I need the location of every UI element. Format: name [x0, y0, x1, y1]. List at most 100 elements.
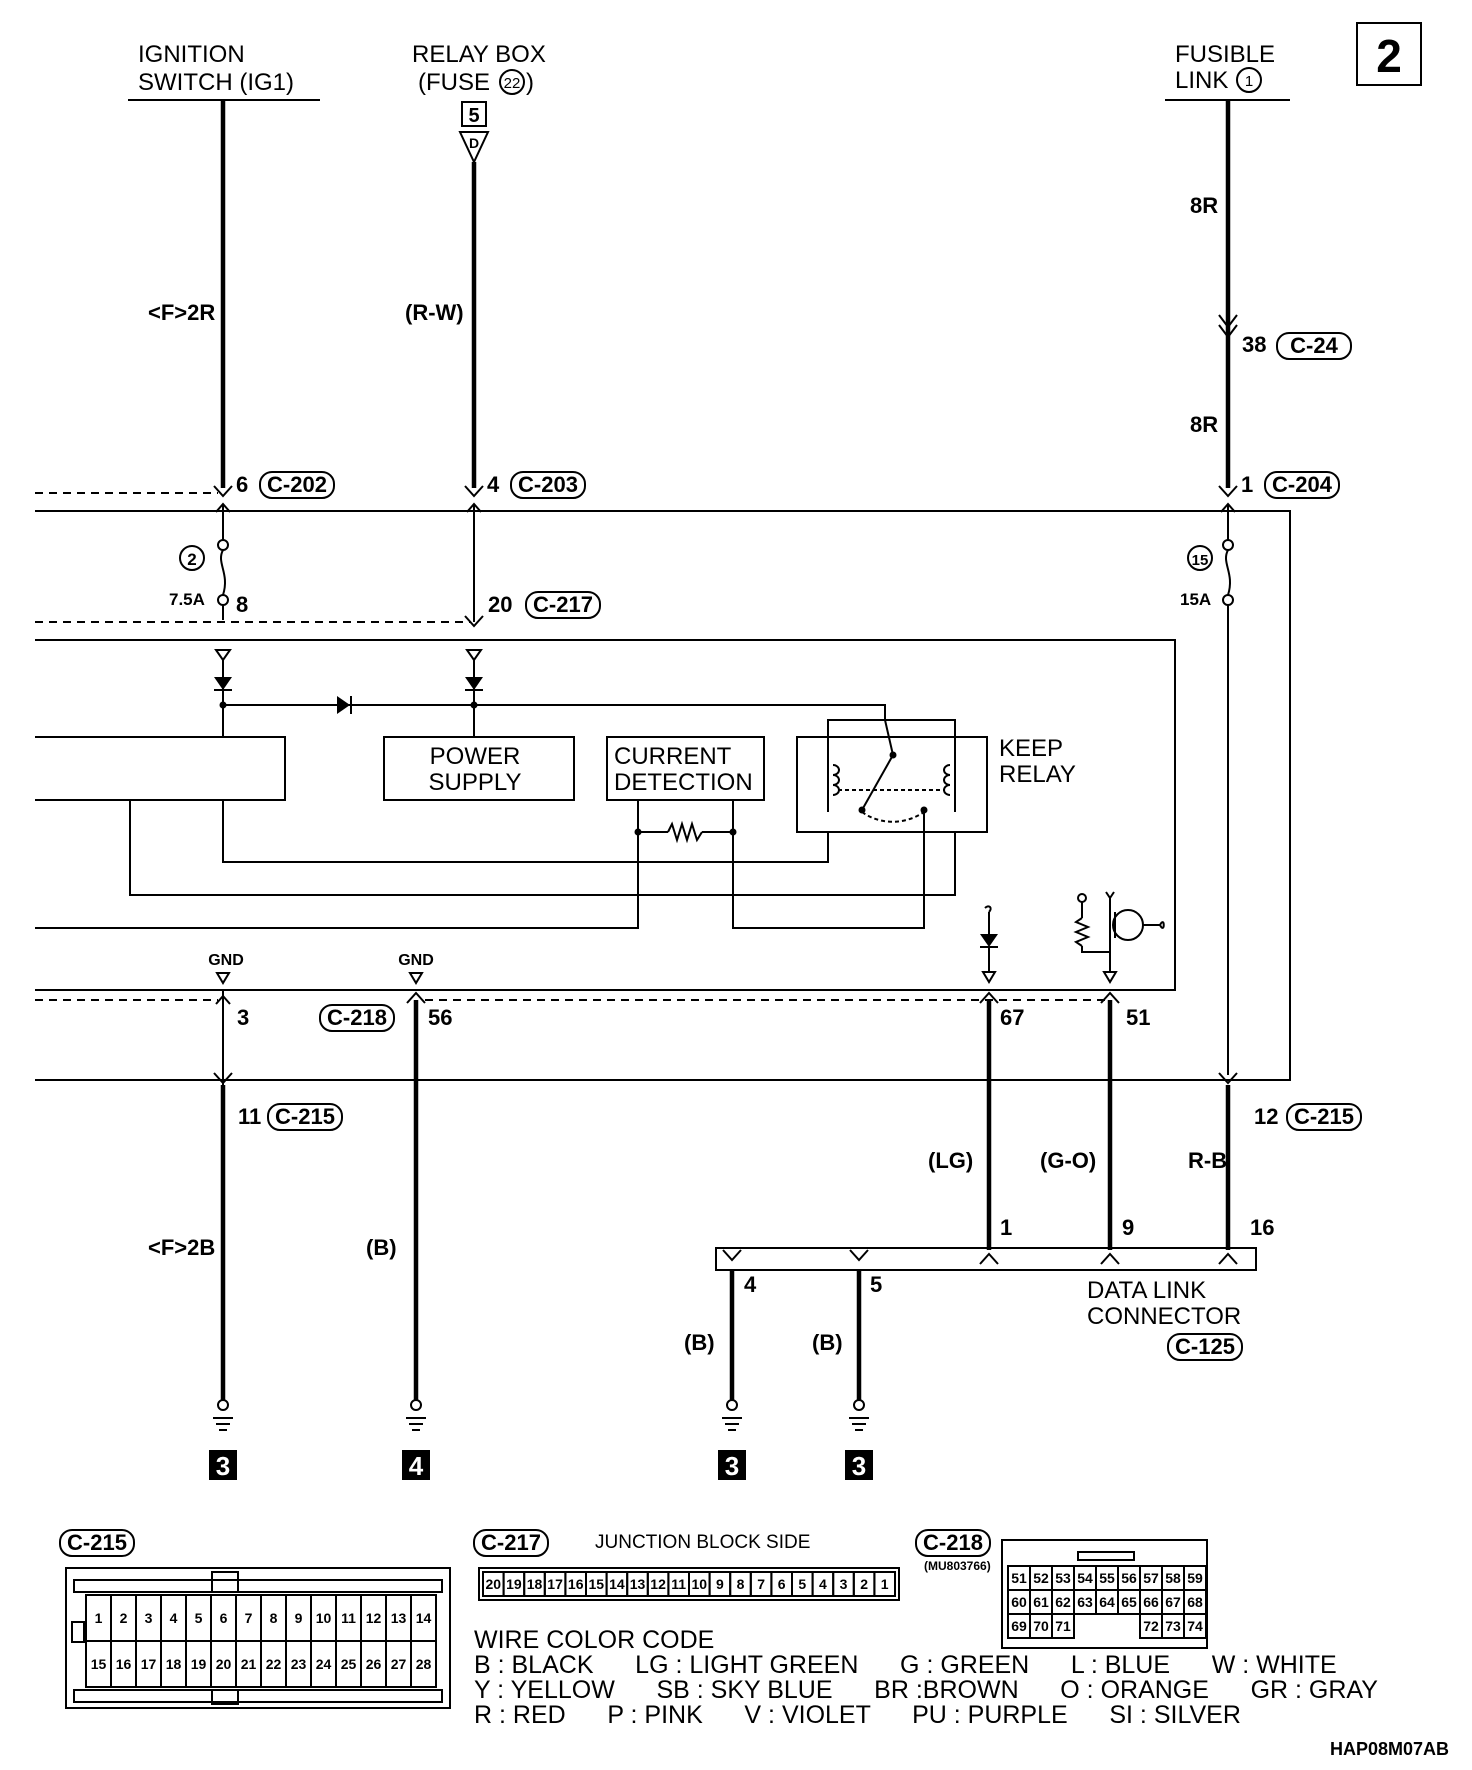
c217-view-badge — [473, 1529, 549, 1557]
relay-feed-wire — [474, 704, 886, 720]
internal-wire-ig-relay — [222, 800, 829, 863]
wire-color-code-title: WIRE COLOR CODE — [474, 1626, 714, 1654]
relay-box-triangle-letter: D — [469, 135, 479, 151]
c215-badge-a — [267, 1103, 343, 1131]
c215-view-side-left — [71, 1621, 85, 1643]
ground-ref-1: 3 — [216, 1451, 230, 1481]
c215-pin-label: 28 — [416, 1656, 432, 1672]
module-outline — [35, 639, 1176, 991]
pin-1: 1 — [1241, 472, 1253, 497]
wire-label-lg: (LG) — [928, 1148, 973, 1173]
wire-label-rw: (R-W) — [405, 300, 464, 325]
jb-arrow-rb — [466, 502, 482, 513]
shunt-dot-left — [634, 828, 642, 836]
fusible-link-circle — [1236, 67, 1262, 93]
fusible-link-number: 1 — [1245, 73, 1253, 90]
c218-pin-label: 64 — [1099, 1594, 1115, 1610]
wire-label-b1: (B) — [366, 1235, 397, 1260]
pin51-arrow — [1100, 991, 1120, 1004]
c218-pin-label: 73 — [1165, 1618, 1181, 1634]
c217-pin-label: 3 — [840, 1576, 848, 1592]
fuse15-terminal-bottom — [1222, 594, 1234, 606]
power-supply-box — [383, 736, 575, 801]
c204-badge — [1264, 471, 1340, 499]
ecu-left-box — [35, 736, 286, 801]
c218-pin-label: 74 — [1187, 1618, 1203, 1634]
c217-pin-label: 1 — [881, 1576, 889, 1592]
ground-symbol-4 — [849, 1399, 869, 1431]
c217-pin-label: 12 — [650, 1576, 666, 1592]
module-input-terminal-2 — [465, 649, 483, 662]
relay-box-connector-triangle — [458, 131, 490, 165]
ground-ref-2: 4 — [409, 1451, 424, 1481]
current-detection-label-2: DETECTION — [614, 769, 753, 796]
c217-pin-label: 4 — [819, 1576, 827, 1592]
fuse2-element — [220, 549, 226, 596]
keep-relay-label-1: KEEP — [999, 735, 1063, 762]
wire-label-go: (G-O) — [1040, 1148, 1096, 1173]
ignition-label-1: IGNITION — [138, 41, 245, 68]
gnd-label-2: GND — [398, 952, 434, 969]
diode-67-lead — [984, 905, 992, 913]
dlc-pin9-arrow — [1100, 1252, 1120, 1265]
c204-arrow — [1218, 485, 1238, 498]
jb-arrow-fl — [1220, 502, 1236, 513]
c218-pin-label: 70 — [1033, 1618, 1049, 1634]
transistor-ground-lead — [1159, 921, 1165, 929]
c202-badge — [259, 471, 335, 499]
relay-feed-to-contact — [884, 719, 894, 756]
diode-67-terminal — [981, 971, 997, 984]
c202-label: C-202 — [267, 472, 327, 497]
c215-pin-label: 17 — [141, 1656, 157, 1672]
fusible-label-1: FUSIBLE — [1175, 41, 1275, 68]
internal-wire-ecu-current — [35, 800, 639, 929]
gnd-terminal-2 — [408, 972, 424, 985]
transistor-body — [1112, 909, 1144, 941]
c218-pin-label: 57 — [1143, 1570, 1159, 1586]
c215-pin-label: 22 — [266, 1656, 282, 1672]
c218-pin-label: 52 — [1033, 1570, 1049, 1586]
c217-pin-label: 13 — [630, 1576, 646, 1592]
c215-pin-label: 27 — [391, 1656, 407, 1672]
c215-view-latch-top — [73, 1579, 443, 1593]
dlc-pin-16: 16 — [1250, 1215, 1274, 1240]
page-number-box — [1356, 22, 1422, 86]
c215-cell — [410, 1640, 437, 1688]
c217-pin-label: 15 — [589, 1576, 605, 1592]
c218-pin-label: 53 — [1055, 1570, 1071, 1586]
c215-pin-label: 23 — [291, 1656, 307, 1672]
c24-badge — [1276, 332, 1352, 360]
gnd-label-1: GND — [208, 952, 244, 969]
c215-pin-label: 11 — [341, 1610, 356, 1626]
c203-arrow — [464, 485, 484, 498]
c24-connector-mark-1 — [1218, 314, 1238, 329]
fuse15-number: 15 — [1192, 552, 1209, 569]
dlc-pin-9: 9 — [1122, 1215, 1134, 1240]
jb-arrow-ig — [215, 502, 231, 513]
dlc-label-1: DATA LINK — [1087, 1277, 1206, 1304]
fuse2-terminal-top — [217, 539, 229, 551]
c218-pin-label: 59 — [1187, 1570, 1203, 1586]
wire-color-code-row2: Y : YELLOW SB : SKY BLUE BR :BROWN O : O… — [474, 1676, 1378, 1704]
c218-label: C-218 — [327, 1005, 387, 1030]
relay-box-label-close: ) — [526, 69, 534, 96]
pin-12: 12 — [1254, 1104, 1278, 1129]
c125-label: C-125 — [1175, 1334, 1235, 1359]
c217-cell — [873, 1571, 897, 1597]
wire-label-8r-a: 8R — [1190, 193, 1218, 218]
ground-ref-badge-3 — [718, 1450, 746, 1480]
wire-label-rb: R-B — [1188, 1148, 1227, 1173]
fusible-label-2: LINK — [1175, 67, 1228, 94]
c218-pin-label: 60 — [1011, 1594, 1027, 1610]
c217-pin-label: 6 — [778, 1576, 786, 1592]
keep-relay-label-2: RELAY — [999, 761, 1076, 788]
c217-pin-label: 2 — [860, 1576, 868, 1592]
current-detection-box — [606, 736, 765, 801]
relay-box-label-1: RELAY BOX — [412, 41, 546, 68]
relay-contact-bottom-left — [858, 806, 866, 814]
ignition-label-2: SWITCH (IG1) — [138, 69, 294, 96]
c217-pin-label: 10 — [692, 1576, 708, 1592]
pin12-arrow — [1218, 1072, 1238, 1085]
pin-20: 20 — [488, 592, 512, 617]
